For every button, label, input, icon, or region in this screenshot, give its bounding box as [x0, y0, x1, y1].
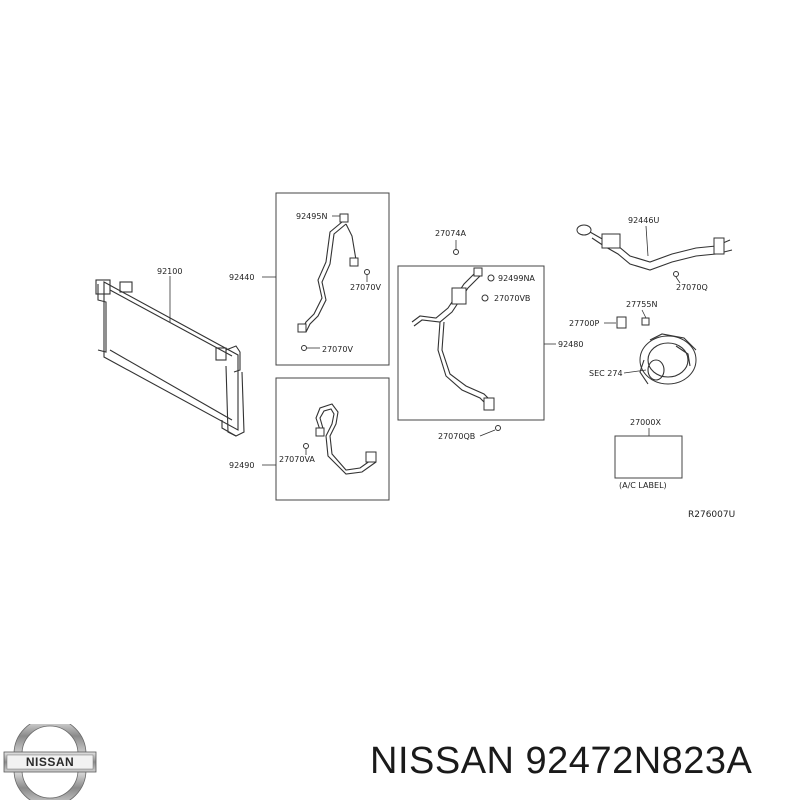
callout-sec-274: SEC 274 — [589, 369, 623, 378]
callout-27074A: 27074A — [435, 229, 466, 238]
callout-ac-label: (A/C LABEL) — [619, 481, 667, 490]
callout-92490: 92490 — [229, 461, 254, 470]
callout-27070VA: 27070VA — [279, 455, 315, 464]
callout-27700P: 27700P — [569, 319, 599, 328]
diagram-reference-code: R276007U — [688, 510, 735, 520]
box-92440 — [275, 192, 390, 366]
callout-27070V-upper: 27070V — [350, 283, 381, 292]
callout-27070VB: 27070VB — [494, 294, 530, 303]
box-92490 — [275, 377, 390, 501]
callout-27070Q: 27070Q — [676, 283, 708, 292]
part-number-title: NISSAN 92472N823A — [370, 740, 753, 782]
hose-92490 — [303, 403, 377, 475]
callout-27070QB: 27070QB — [438, 432, 475, 441]
ac-label-box — [614, 435, 683, 479]
part-27700P — [616, 316, 627, 329]
pipe-92480 — [411, 249, 501, 431]
callout-92100: 92100 — [157, 267, 182, 276]
condenser-92100 — [95, 276, 245, 437]
hose-92440 — [297, 213, 370, 351]
clip-27755N — [641, 317, 650, 326]
callout-27070V-lower: 27070V — [322, 345, 353, 354]
callout-92499NA: 92499NA — [498, 274, 535, 283]
callout-92440: 92440 — [229, 273, 254, 282]
hose-92446U — [576, 224, 733, 277]
nissan-logo-text: NISSAN — [26, 755, 74, 769]
compressor-sec-274 — [639, 333, 697, 385]
callout-92495N: 92495N — [296, 212, 327, 221]
callout-27755N: 27755N — [626, 300, 657, 309]
callout-92446U: 92446U — [628, 216, 659, 225]
callout-27000X: 27000X — [630, 418, 661, 427]
box-92480 — [397, 265, 545, 421]
callout-92480: 92480 — [558, 340, 583, 349]
nissan-logo-icon: NISSAN — [3, 724, 97, 800]
